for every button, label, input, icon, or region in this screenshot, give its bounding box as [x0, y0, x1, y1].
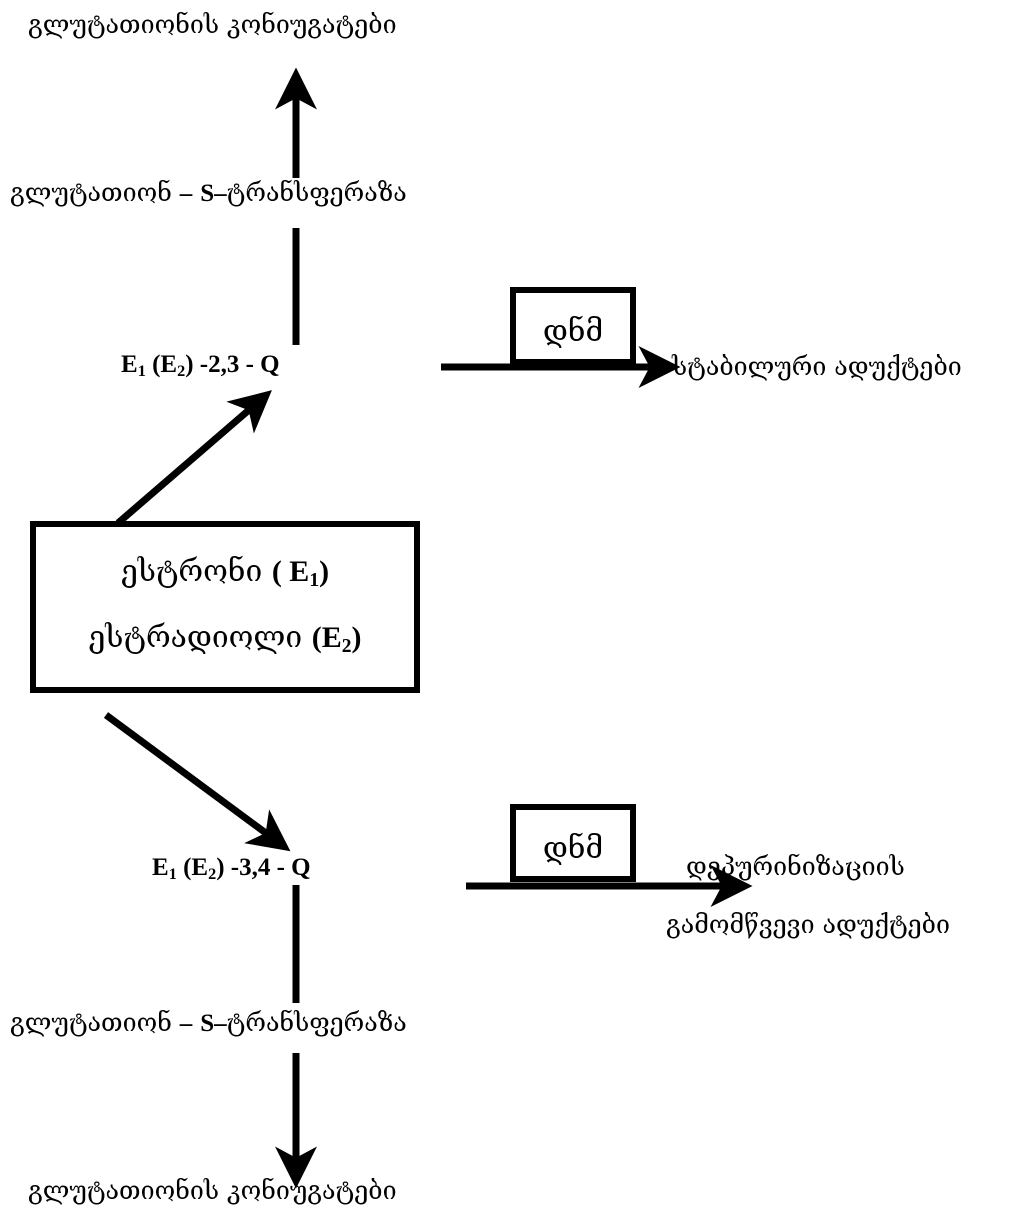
lower-enzyme-name: ტრანსფერაზა — [226, 1008, 407, 1037]
lower-enzyme-prefix: გლუტათიონ — [10, 1008, 172, 1037]
dna-box-lower-text: დნმ — [542, 831, 604, 866]
lower-enzyme-s-letter: S — [200, 1010, 215, 1037]
main-box-line-2: ესტრადიოლი (E2) — [88, 620, 362, 657]
lower-enzyme-dash-1: – — [179, 1010, 193, 1037]
upper-enzyme-prefix: გლუტათიონ — [10, 178, 172, 207]
estrogens-main-box: ესტრონი ( E1) ესტრადიოლი (E2) — [30, 521, 420, 693]
lower-enzyme-dash-2: – — [214, 1010, 227, 1037]
dna-box-upper: დნმ — [510, 287, 636, 365]
arrow-box-to-lower-quinone — [103, 712, 291, 852]
arrow-box-to-upper-quinone — [115, 390, 272, 526]
lower-enzyme-label: გლუტათიონ – S–ტრანსფერაზა — [10, 1008, 407, 1039]
dna-box-upper-text: დნმ — [542, 314, 604, 349]
upper-enzyme-name: ტრანსფერაზა — [226, 178, 407, 207]
upper-enzyme-dash-1: – — [179, 180, 193, 207]
depurinating-adducts-line-1: დეპურინიზაციის — [686, 852, 905, 881]
main-box-line-1: ესტრონი ( E1) — [120, 554, 330, 591]
upper-enzyme-label: გლუტათიონ – S–ტრანსფერაზა — [10, 178, 407, 209]
upper-quinone-label: E1 (E2) -2,3 - Q — [121, 351, 280, 381]
bottom-product-label: გლუტათიონის კონიუგატები — [28, 1176, 397, 1205]
upper-enzyme-s-letter: S — [200, 180, 215, 207]
upper-enzyme-dash-2: – — [214, 180, 227, 207]
depurinating-adducts-line-2: გამომწვევი ადუქტები — [666, 910, 950, 939]
stable-adducts-label: სტაბილური ადუქტები — [672, 352, 962, 381]
top-product-label: გლუტათიონის კონიუგატები — [28, 10, 397, 39]
dna-box-lower: დნმ — [510, 804, 636, 882]
lower-quinone-label: E1 (E2) -3,4 - Q — [152, 854, 311, 884]
